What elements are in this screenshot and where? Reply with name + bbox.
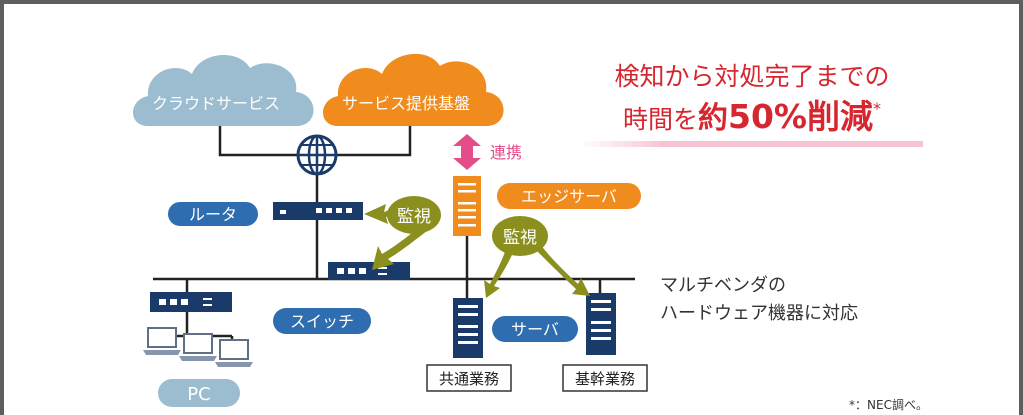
switch-label: スイッチ [290, 312, 354, 331]
pc-switch-device-icon [150, 292, 232, 312]
switch-device-icon [328, 262, 410, 280]
core-business-label: 基幹業務 [575, 370, 635, 388]
server-label-badge: サーバ [492, 316, 578, 342]
edge-server-label: エッジサーバ [521, 187, 617, 206]
core-server-icon [586, 293, 616, 355]
core-business-box: 基幹業務 [562, 364, 648, 392]
headline-big2: 50%削減 [728, 97, 873, 136]
switch-label-badge: スイッチ [273, 308, 371, 334]
common-business-box: 共通業務 [426, 364, 512, 392]
cooperation-arrow-icon [453, 134, 481, 170]
common-business-label: 共通業務 [439, 370, 499, 388]
headline-underline [578, 141, 923, 147]
headline-big1: 約 [698, 101, 728, 136]
cloud-service-cloud: クラウドサービス [133, 55, 314, 126]
monitor-arrows [364, 196, 590, 298]
multivendor-line1: マルチベンダの [660, 275, 786, 296]
headline-mark: * [873, 99, 881, 118]
footnote: *：NEC調べ。 [849, 398, 928, 412]
cloud-service-label: クラウドサービス [152, 94, 280, 113]
cooperation-label: 連携 [490, 143, 522, 162]
headline-line2: 時間を約50%削減* [623, 97, 881, 136]
headline-prefix: 時間を [623, 105, 698, 134]
router-label-badge: ルータ [168, 202, 258, 226]
headline-line1: 検知から対処完了までの [614, 62, 889, 91]
pc-laptops-icon [143, 327, 253, 367]
service-platform-label: サービス提供基盤 [342, 94, 470, 113]
edge-server-label-badge: エッジサーバ [497, 183, 641, 209]
pc-label-badge: PC [158, 379, 240, 407]
pc-label: PC [187, 384, 210, 405]
edge-server-icon [453, 176, 481, 236]
router-device-icon [273, 202, 363, 220]
router-label: ルータ [189, 205, 237, 224]
monitor-label-left: 監視 [397, 207, 431, 227]
service-platform-cloud: サービス提供基盤 [323, 53, 504, 126]
monitor-label-right: 監視 [503, 228, 537, 248]
globe-icon [296, 134, 338, 176]
multivendor-line2: ハードウェア機器に対応 [660, 303, 858, 324]
server-label: サーバ [511, 320, 559, 339]
common-server-icon [453, 298, 483, 358]
